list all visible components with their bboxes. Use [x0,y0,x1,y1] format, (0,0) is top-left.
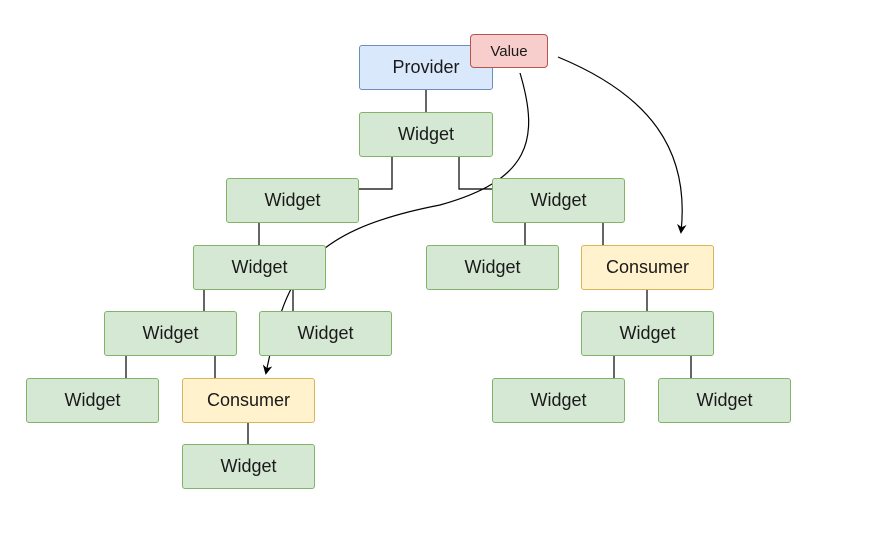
widget-node-r4a: Widget [492,378,625,423]
widget-node-l5: Widget [182,444,315,489]
edge-root-right [458,157,492,190]
widget-node-r2a: Widget [426,245,559,290]
consumer-node-left: Consumer [182,378,315,423]
arrow-value-to-consumer-left [262,72,530,375]
edge-root-left [359,157,393,190]
value-node: Value [470,34,548,68]
widget-node-r1: Widget [492,178,625,223]
consumer-node-right: Consumer [581,245,714,290]
widget-node-r4b: Widget [658,378,791,423]
arrow-value-to-consumer-right [557,56,687,234]
widget-node-r3: Widget [581,311,714,356]
widget-node-root: Widget [359,112,493,157]
widget-node-l3a: Widget [104,311,237,356]
widget-node-l2: Widget [193,245,326,290]
widget-node-l4a: Widget [26,378,159,423]
widget-node-l3b: Widget [259,311,392,356]
widget-node-l1: Widget [226,178,359,223]
